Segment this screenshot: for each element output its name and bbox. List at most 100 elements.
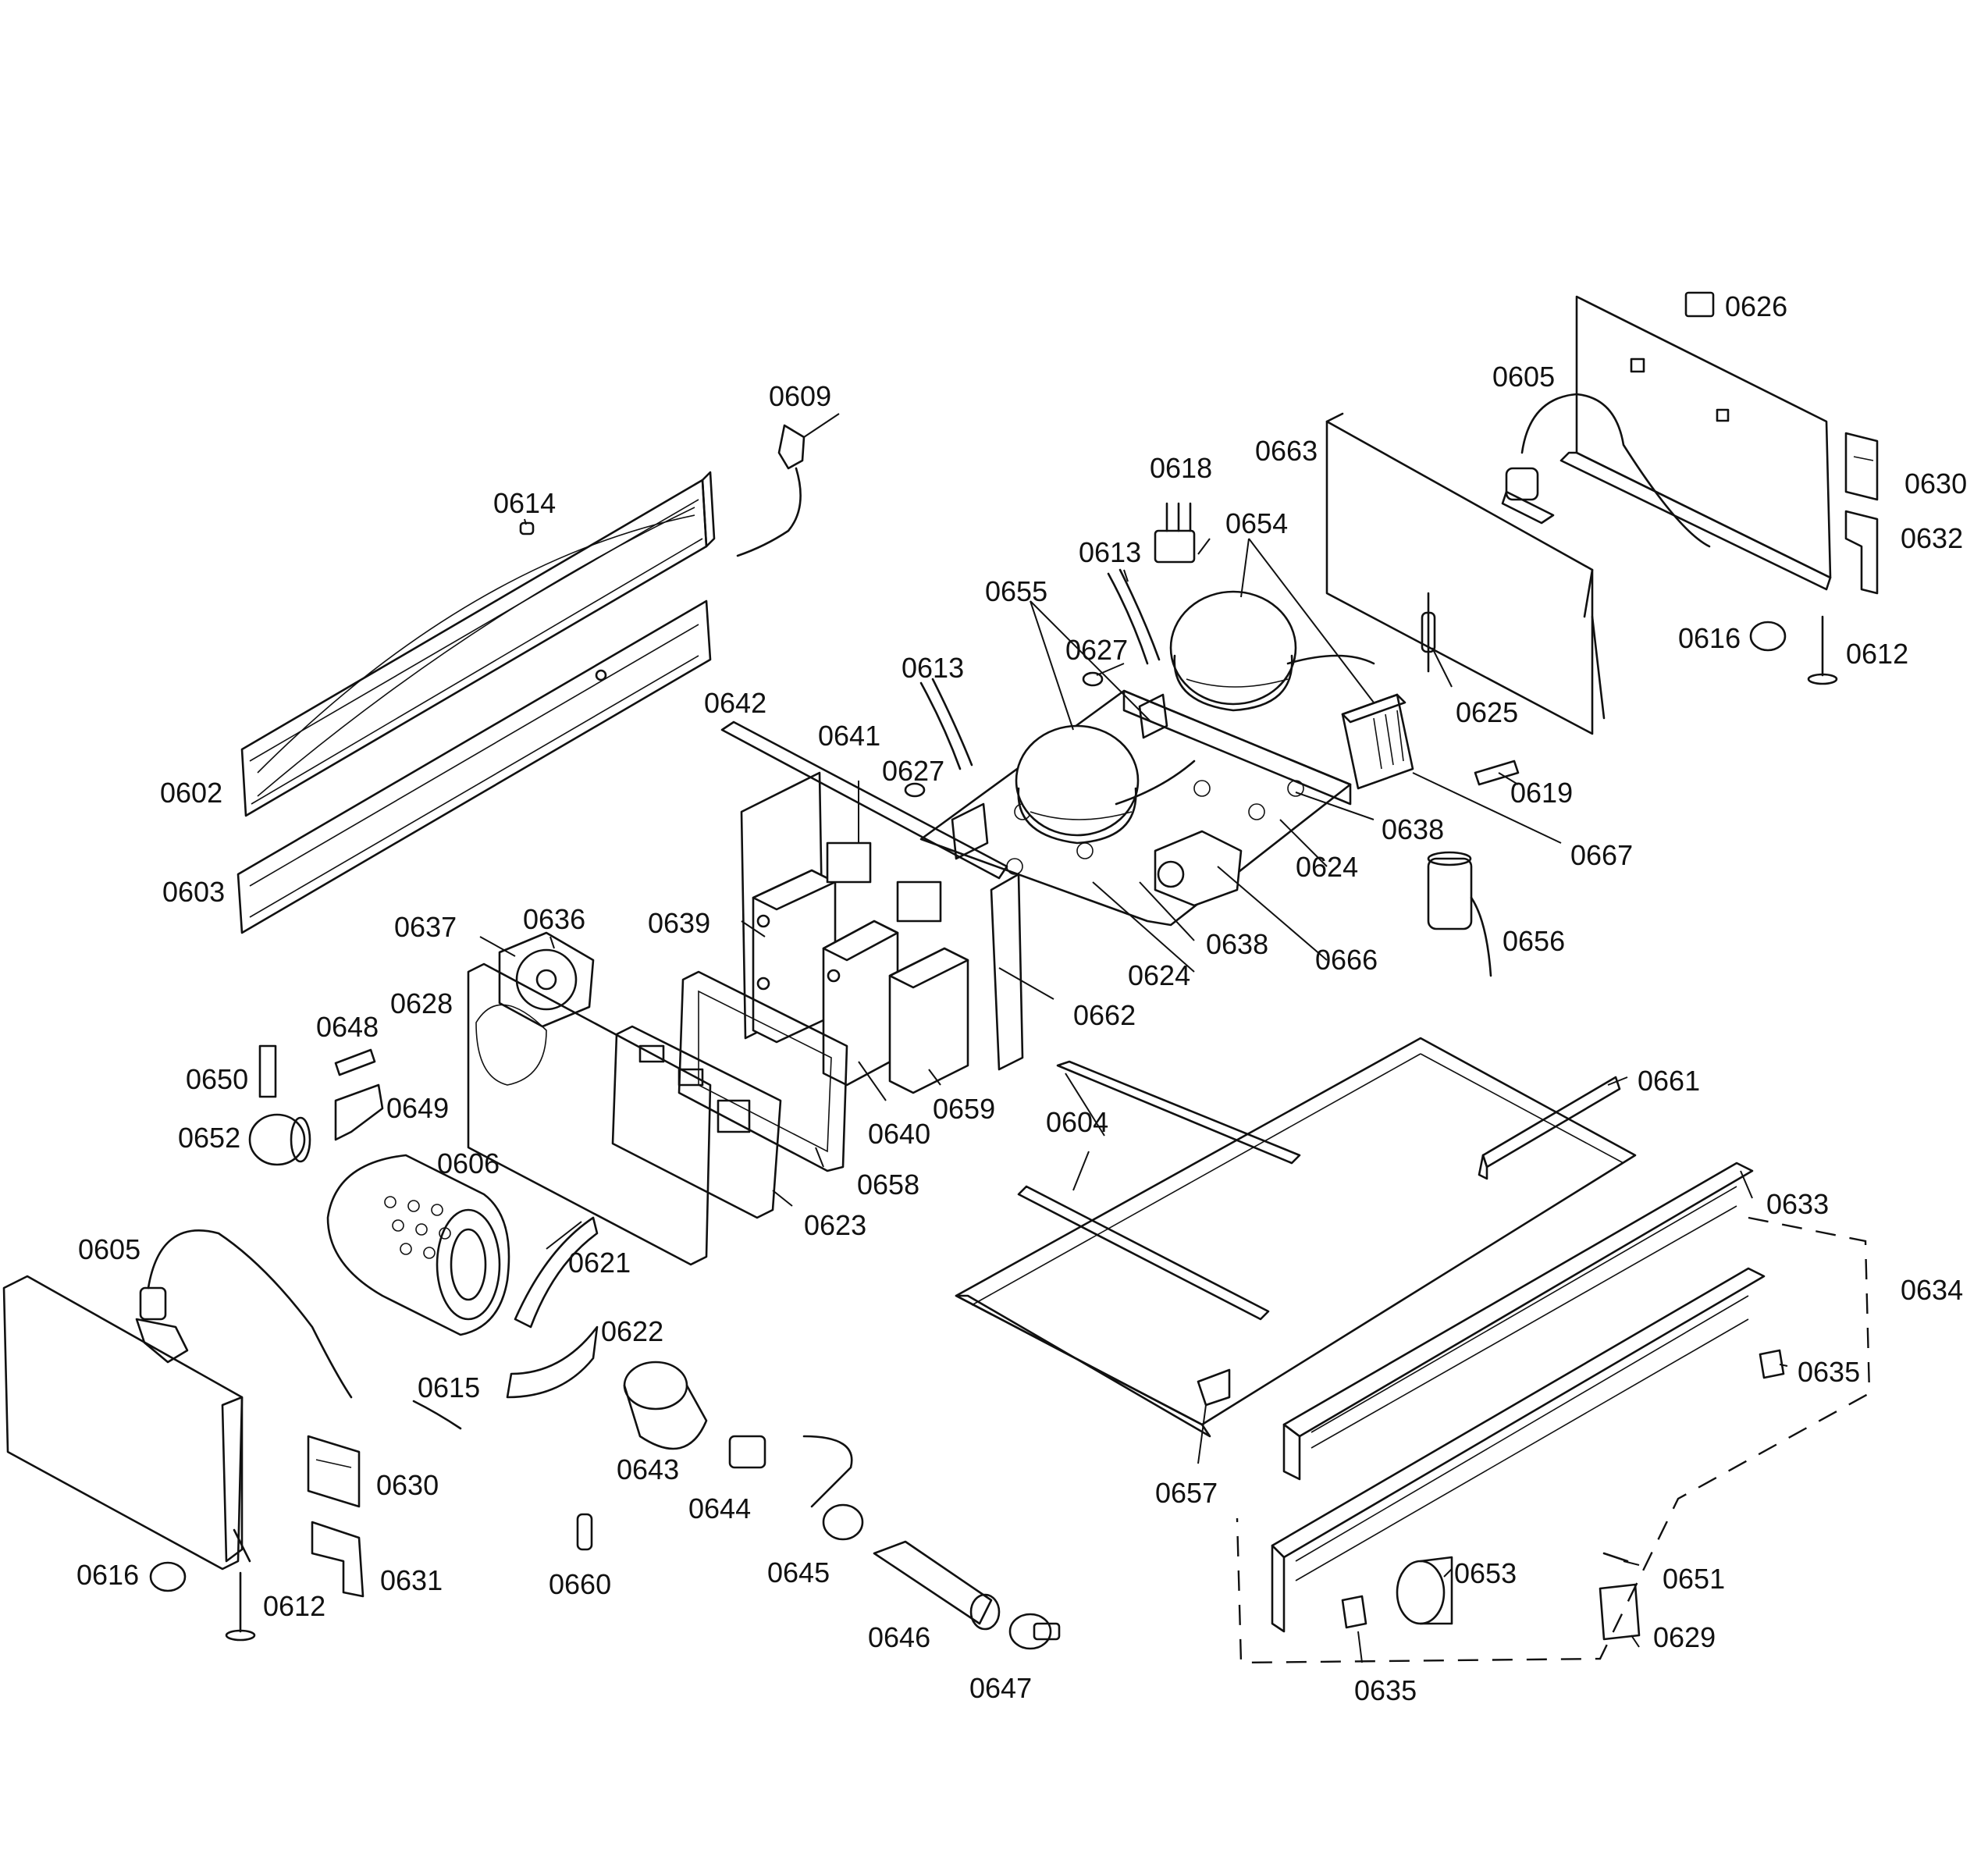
assembly-0634-dashed-outline [1236,1216,1871,1664]
label-0613-upper: 0613 [1079,536,1141,568]
label-0652: 0652 [178,1122,240,1154]
part-0621-shroud [514,1216,599,1329]
label-0642: 0642 [704,687,766,719]
label-0623: 0623 [804,1209,866,1241]
part-0634-grille-assembly [1271,1267,1766,1633]
part-0658-gasket-frame [677,970,848,1172]
label-0627-upper: 0627 [1065,634,1128,666]
label-0622: 0622 [601,1315,663,1347]
label-0663: 0663 [1255,435,1318,467]
part-0635-spacer-b [1341,1595,1367,1629]
label-0638-lower: 0638 [1206,928,1268,960]
label-0616-left: 0616 [76,1559,139,1591]
part-0612-leveler-right [1807,615,1838,685]
label-0626: 0626 [1725,290,1787,322]
label-0624-lower: 0624 [1128,959,1190,991]
label-0636: 0636 [523,903,585,935]
part-0616-caster-right [1749,621,1787,652]
part-0642-bracket-bar [720,720,1008,880]
label-0647: 0647 [969,1672,1032,1704]
part-0644-valve [728,1435,766,1469]
label-0612-right: 0612 [1846,638,1908,670]
label-0654: 0654 [1225,507,1288,539]
label-0646: 0646 [868,1621,930,1653]
part-0619-terminal [1474,760,1520,786]
part-0618-relay [1154,502,1196,564]
part-0632-bracket-right [1844,510,1879,595]
label-0659: 0659 [933,1093,995,1125]
part-0613-tube-lower [919,678,973,770]
label-0641: 0641 [818,720,880,752]
label-0633: 0633 [1766,1188,1829,1220]
label-0612-left: 0612 [263,1590,325,1622]
part-lower-left-side-panel [2,1275,251,1571]
label-0605-bottom: 0605 [78,1233,140,1265]
part-0629-cover [1599,1583,1641,1641]
part-0649-bracket [334,1083,384,1141]
label-0667: 0667 [1570,839,1633,871]
part-0663-rear-panel [1325,412,1606,735]
part-0659-heater-box [888,947,969,1094]
part-0631-bracket-left [311,1521,365,1598]
part-0609-power-cord [736,424,806,557]
label-0628: 0628 [390,987,453,1019]
part-0635-spacer-a [1759,1349,1785,1379]
part-0640-heater-box [822,920,899,1087]
label-0615: 0615 [418,1371,480,1403]
part-0626-clip [1684,291,1715,318]
part-0652-motor-cap [248,1113,311,1166]
part-base-tray [955,1037,1637,1438]
part-0623-control-board [611,1025,782,1219]
part-0630-bracket-right [1844,432,1879,501]
label-0645: 0645 [767,1556,830,1588]
part-0625-filter-drier [1421,592,1436,673]
label-0661: 0661 [1638,1065,1700,1097]
part-0602-front-panel [240,471,716,817]
part-0636-fan [498,931,595,1028]
part-0615-wire [412,1400,462,1430]
part-0627-grommet [904,671,1104,798]
label-0603: 0603 [162,876,225,908]
part-0651-pin [1602,1552,1629,1563]
label-0619: 0619 [1510,777,1573,809]
part-0633-grille [1282,1162,1754,1481]
label-0602: 0602 [160,777,222,809]
label-0613-lower: 0613 [902,652,964,684]
part-0630-bracket-left [307,1435,361,1508]
part-0654-compressor [1169,590,1375,712]
part-0656-capacitor [1427,851,1492,977]
label-0643: 0643 [617,1453,679,1485]
part-0660-spring [576,1513,593,1551]
label-0606: 0606 [437,1147,500,1179]
label-0658: 0658 [857,1169,919,1201]
callout-labels: 0602 0603 0604 0605 0605 0606 0609 0612 … [76,290,1967,1706]
label-0630-right: 0630 [1904,468,1967,500]
part-0657-clip [1197,1368,1231,1407]
label-0632: 0632 [1901,522,1963,554]
label-0662: 0662 [1073,999,1136,1031]
part-0641-transformer [826,841,942,923]
label-0609: 0609 [769,380,831,412]
part-0667-electrical-box [1341,693,1414,790]
label-0630-left: 0630 [376,1469,439,1501]
part-0666-start-device [1154,830,1243,907]
label-0648: 0648 [316,1011,379,1043]
label-0604: 0604 [1046,1106,1108,1138]
label-0621: 0621 [568,1247,631,1279]
label-0656: 0656 [1503,925,1565,957]
part-0605-thermostat-upper [1501,393,1711,548]
label-0644: 0644 [688,1492,751,1524]
label-0649: 0649 [386,1092,449,1124]
label-0635-lower: 0635 [1354,1674,1417,1706]
part-0622-shroud [506,1325,599,1399]
part-0661-bracket [1478,1076,1621,1180]
label-0614: 0614 [493,487,556,519]
label-0629: 0629 [1653,1621,1716,1653]
label-0638-upper: 0638 [1382,813,1444,845]
part-0645-wire-harness [802,1435,864,1541]
part-0603-lower-panel [236,599,712,934]
label-0653: 0653 [1454,1557,1517,1589]
label-0605-top: 0605 [1492,361,1555,393]
part-compressor-base-plate [919,689,1352,927]
